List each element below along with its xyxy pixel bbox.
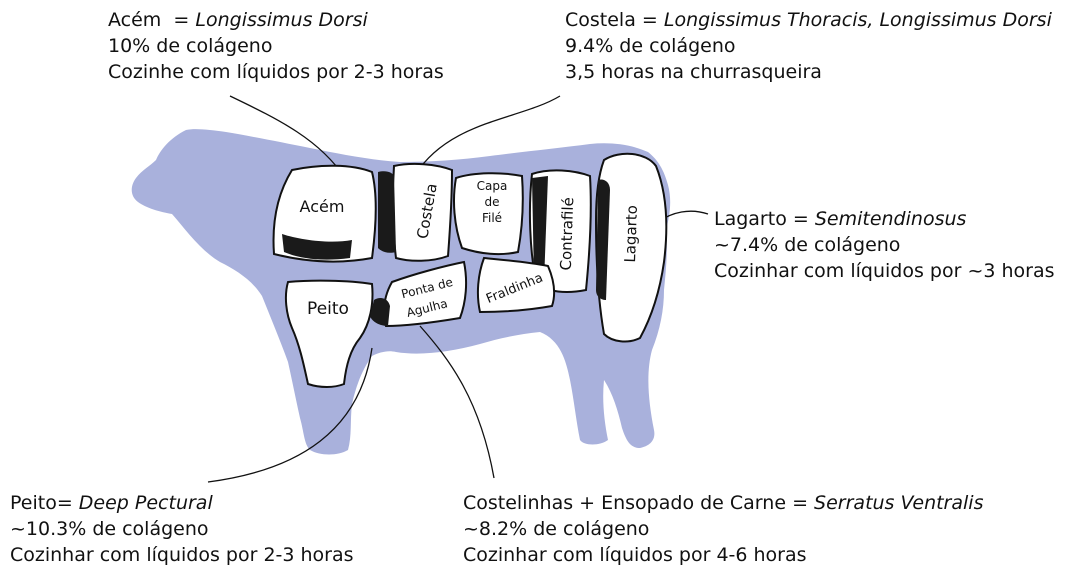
cut-costela: Costela	[378, 164, 452, 261]
cut-label-peito: Peito	[307, 299, 349, 319]
cut-fraldinha: Fraldinha	[478, 258, 554, 312]
cut-label-lagarto: Lagarto	[621, 205, 641, 263]
annotation-lagarto-title: Lagarto = Semitendinosus	[714, 206, 1055, 232]
annotation-peito-collagen: ~10.3% de colágeno	[10, 516, 354, 542]
annotation-acem-latin: Longissimus Dorsi	[195, 9, 367, 31]
cut-capa-de-file: Capa de Filé	[454, 173, 523, 254]
annotation-peito: Peito= Deep Pectural ~10.3% de colágeno …	[10, 490, 354, 568]
annotation-peito-cooking: Cozinhar com líquidos por 2-3 horas	[10, 542, 354, 568]
cut-label-acem: Acém	[300, 197, 345, 216]
annotation-peito-title: Peito= Deep Pectural	[10, 490, 354, 516]
annotation-acem-collagen: 10% de colágeno	[108, 33, 444, 59]
annotation-lagarto-latin: Semitendinosus	[815, 208, 967, 230]
annotation-acem: Acém = Longissimus Dorsi 10% de colágeno…	[108, 7, 444, 85]
annotation-costela: Costela = Longissimus Thoracis, Longissi…	[565, 7, 1052, 85]
cut-label-capa-2: de	[485, 195, 500, 209]
annotation-lagarto: Lagarto = Semitendinosus ~7.4% de coláge…	[714, 206, 1055, 284]
annotation-costela-cooking: 3,5 horas na churrasqueira	[565, 59, 1052, 85]
annotation-acem-cooking: Cozinhe com líquidos por 2-3 horas	[108, 59, 444, 85]
annotation-costelinhas-collagen: ~8.2% de colágeno	[463, 516, 983, 542]
annotation-costela-latin: Longissimus Thoracis, Longissimus Dorsi	[664, 9, 1052, 31]
annotation-peito-latin: Deep Pectural	[79, 492, 213, 514]
annotation-costelinhas-title: Costelinhas + Ensopado de Carne = Serrat…	[463, 490, 983, 516]
annotation-lagarto-cooking: Cozinhar com líquidos por ~3 horas	[714, 258, 1055, 284]
annotation-costela-collagen: 9.4% de colágeno	[565, 33, 1052, 59]
cut-label-capa-3: Filé	[482, 211, 502, 225]
annotation-costela-title: Costela = Longissimus Thoracis, Longissi…	[565, 7, 1052, 33]
annotation-lagarto-collagen: ~7.4% de colágeno	[714, 232, 1055, 258]
annotation-costelinhas: Costelinhas + Ensopado de Carne = Serrat…	[463, 490, 983, 568]
annotation-costelinhas-cooking: Cozinhar com líquidos por 4-6 horas	[463, 542, 983, 568]
cut-acem: Acém	[274, 166, 376, 262]
annotation-costelinhas-latin: Serratus Ventralis	[814, 492, 983, 514]
cut-label-contrafile: Contrafilé	[557, 197, 578, 271]
annotation-acem-title: Acém = Longissimus Dorsi	[108, 7, 444, 33]
cut-label-capa-1: Capa	[477, 179, 508, 193]
